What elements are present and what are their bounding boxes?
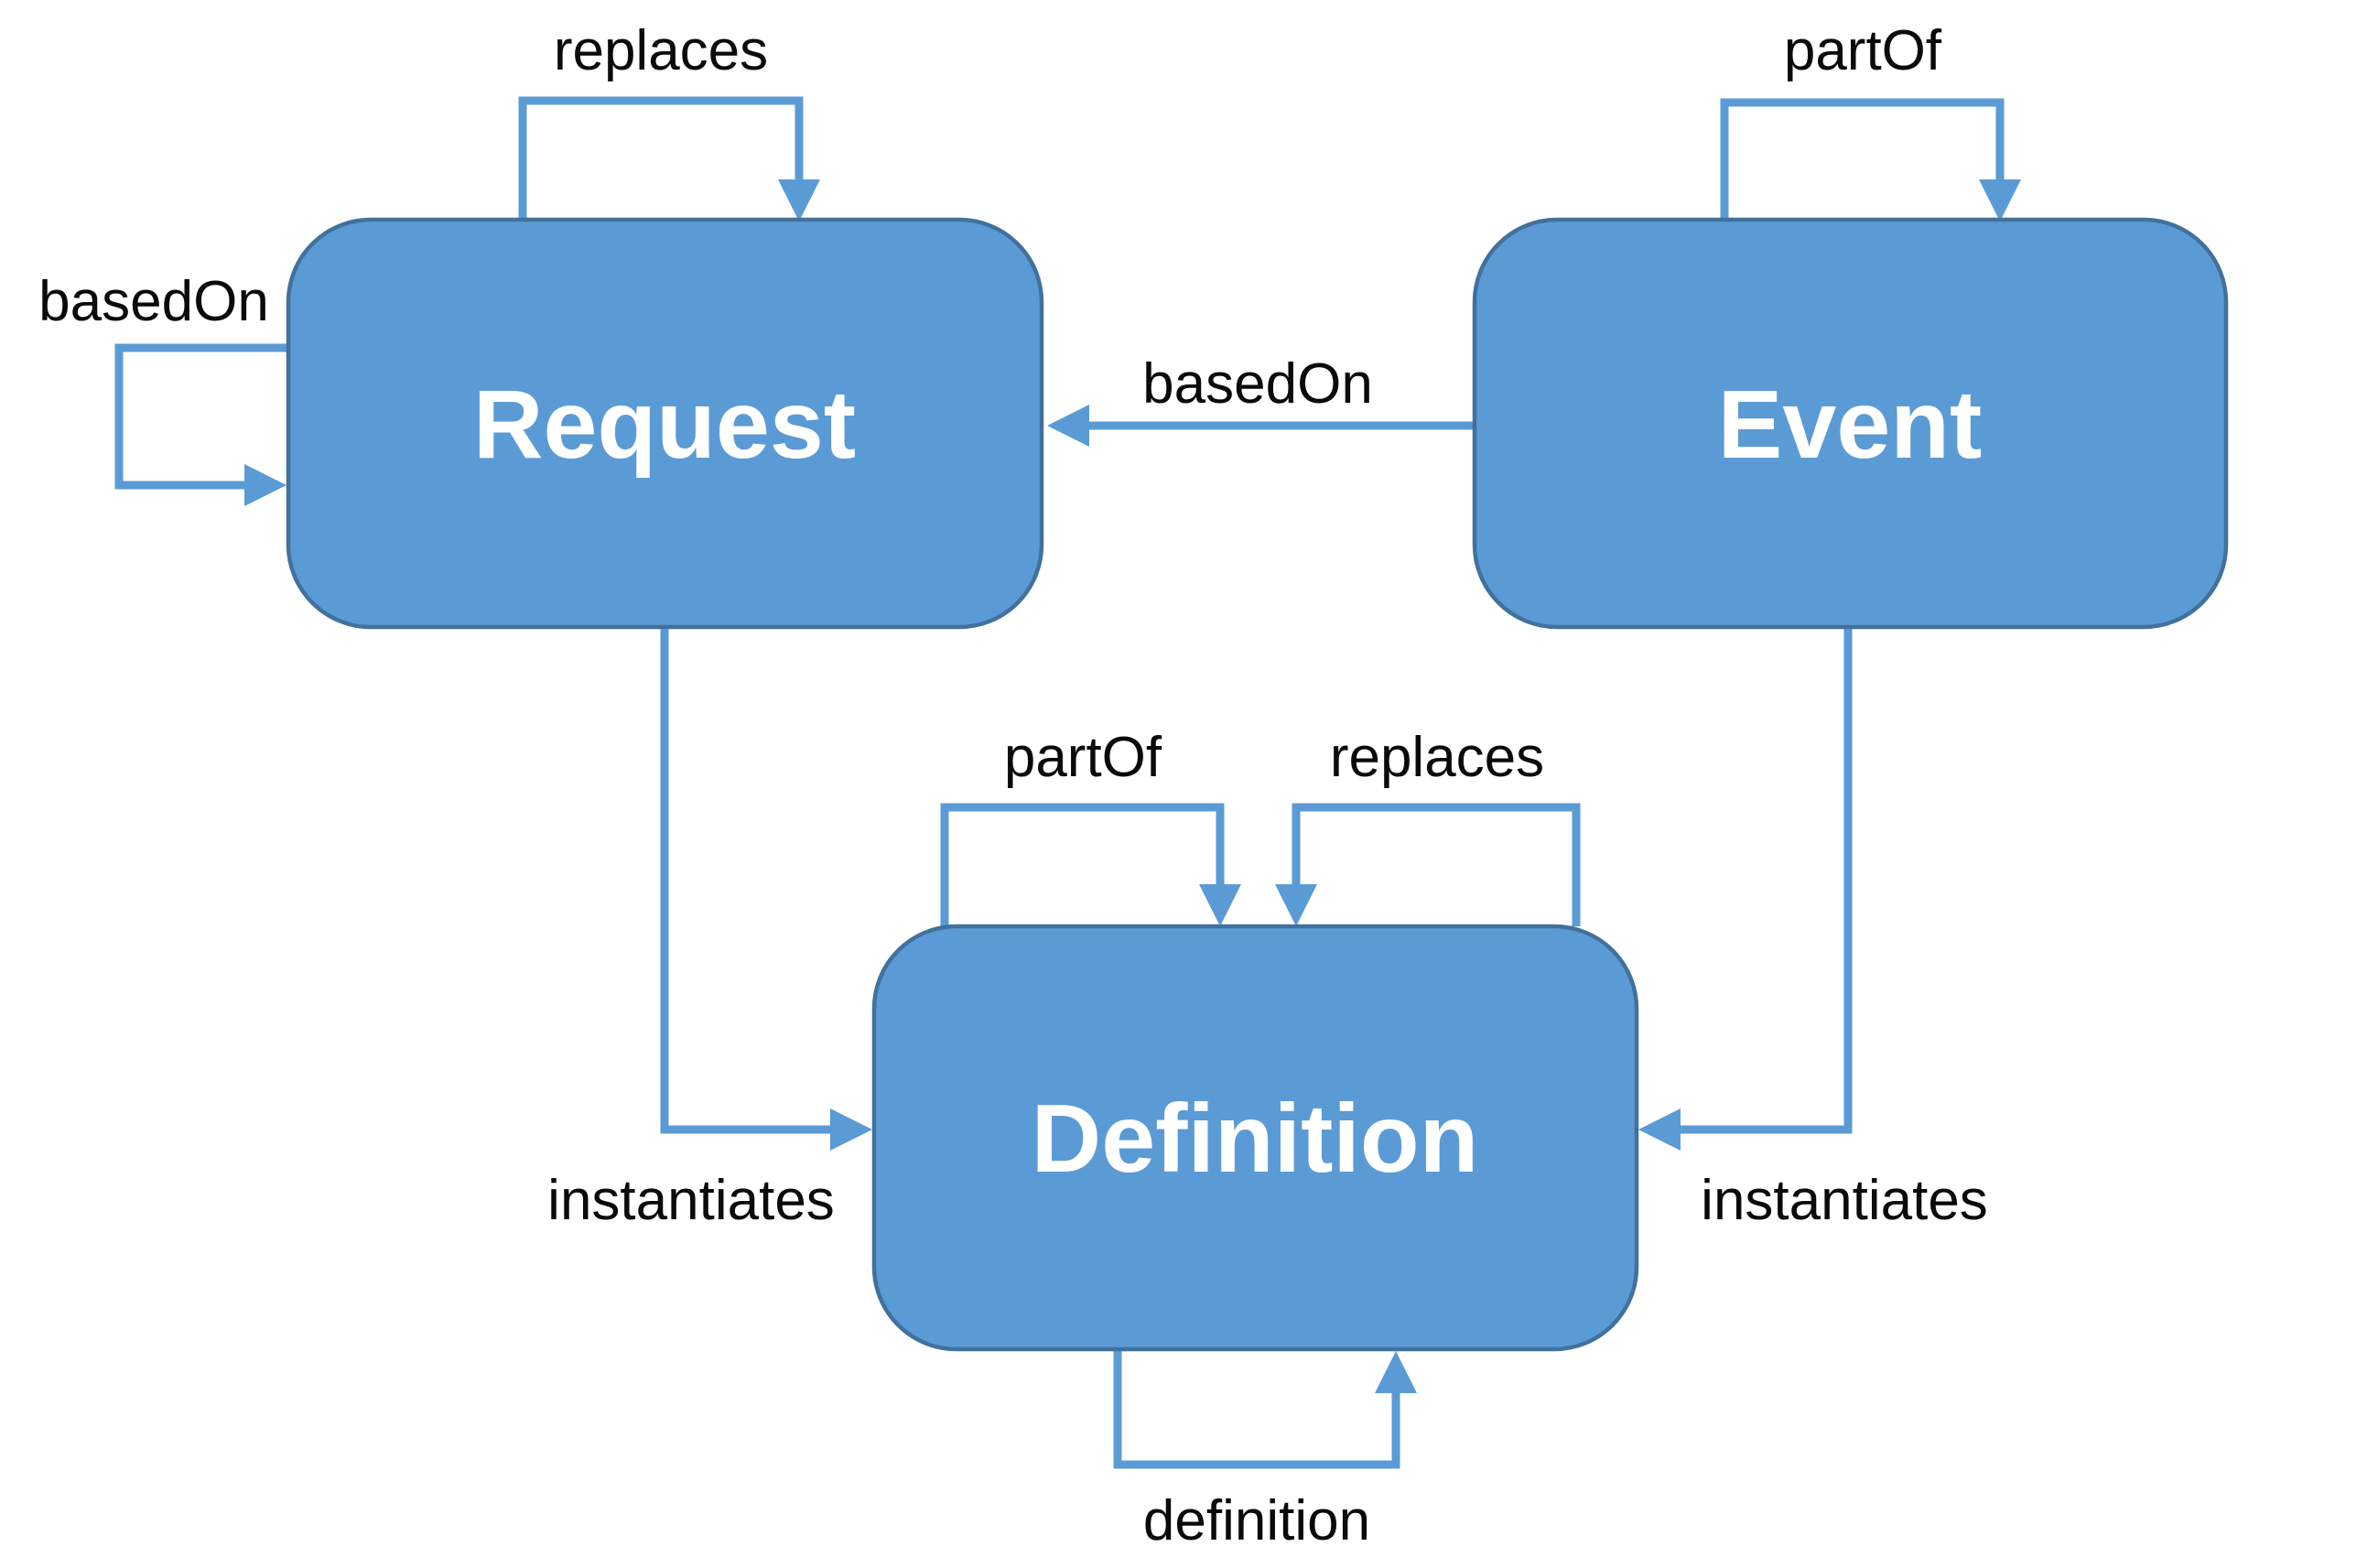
edge-event-partof-self: partOf xyxy=(1720,19,2021,222)
edge-request-basedon-line xyxy=(114,343,288,490)
node-event: Event xyxy=(1472,217,2229,630)
edge-definition-replaces-self: replaces xyxy=(1275,726,1581,926)
edge-event-partof-line xyxy=(1720,98,2005,220)
edge-request-basedon-arrowhead xyxy=(244,464,286,506)
edge-request-instantiates-line xyxy=(660,627,830,1134)
edge-request-replaces-line xyxy=(518,96,804,220)
edge-event-basedon-request: basedOn xyxy=(1047,352,1475,447)
node-definition-box xyxy=(871,924,1639,1352)
edge-event-instantiates-arrowhead xyxy=(1638,1108,1681,1151)
edge-event-partof-arrowhead xyxy=(1979,179,2021,222)
edge-event-instantiates-label: instantiates xyxy=(1701,1169,1988,1232)
edge-definition-replaces-line xyxy=(1292,803,1581,926)
node-request: Request xyxy=(286,217,1044,630)
edge-request-basedon-label: basedOn xyxy=(38,270,269,333)
node-event-box xyxy=(1472,217,2229,630)
edge-event-instantiates-definition: instantiates xyxy=(1638,627,1988,1232)
edge-definition-partof-line xyxy=(940,803,1225,926)
edge-request-instantiates-label: instantiates xyxy=(547,1169,835,1232)
edge-request-replaces-label: replaces xyxy=(554,19,768,82)
node-definition: Definition xyxy=(871,924,1639,1352)
edge-request-replaces-self: replaces xyxy=(518,19,820,222)
edge-definition-definition-self: definition xyxy=(1113,1349,1417,1552)
edge-event-basedon-arrowhead xyxy=(1047,405,1089,447)
edge-request-replaces-arrowhead xyxy=(778,179,820,222)
edge-definition-replaces-arrowhead xyxy=(1275,884,1317,926)
edge-event-basedon-label: basedOn xyxy=(1142,352,1373,416)
edge-event-partof-label: partOf xyxy=(1784,19,1942,82)
edge-definition-definition-arrowhead xyxy=(1375,1351,1417,1393)
node-definition-label: Definition xyxy=(1032,1085,1479,1193)
edge-definition-definition-label: definition xyxy=(1143,1489,1370,1552)
edge-definition-replaces-label: replaces xyxy=(1330,726,1544,789)
edge-request-instantiates-arrowhead xyxy=(830,1108,872,1151)
edge-event-instantiates-line xyxy=(1681,627,1853,1134)
node-request-label: Request xyxy=(473,371,856,479)
edge-definition-partof-arrowhead xyxy=(1199,884,1241,926)
edge-definition-partof-label: partOf xyxy=(1004,726,1162,789)
node-event-label: Event xyxy=(1718,371,1983,479)
edge-request-instantiates-definition: instantiates xyxy=(547,627,872,1232)
edge-definition-definition-line xyxy=(1113,1349,1400,1469)
edge-request-basedon-self: basedOn xyxy=(38,270,288,506)
node-request-box xyxy=(286,217,1044,630)
edge-definition-partof-self: partOf xyxy=(940,726,1241,926)
